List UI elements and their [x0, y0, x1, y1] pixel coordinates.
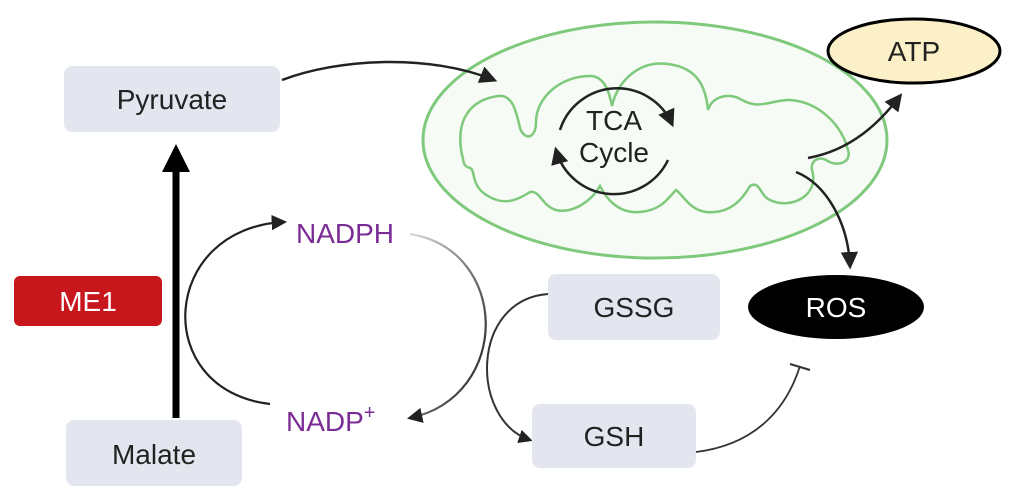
ros-node: ROS	[748, 275, 924, 339]
malate-node: Malate	[66, 420, 242, 486]
gssg-node: GSSG	[548, 274, 720, 340]
nadph-label: NADPH	[296, 218, 394, 249]
gsh-node: GSH	[532, 404, 696, 468]
arrow-nadp-to-nadph	[184, 214, 288, 406]
pyruvate-label: Pyruvate	[117, 84, 228, 115]
arrow-mitochondrion-to-atp	[807, 93, 903, 160]
arrow-pyruvate-to-mitochondrion	[281, 60, 498, 83]
arrow-mitochondrion-to-ros	[795, 170, 859, 270]
arrow-gssg-to-gsh	[486, 293, 549, 444]
pyruvate-node: Pyruvate	[64, 66, 280, 132]
tca-arrow-bottom	[551, 146, 670, 196]
ros-label: ROS	[806, 292, 867, 323]
mitochondrion	[421, 20, 889, 260]
me1-node: ME1	[14, 276, 162, 326]
inhibition-gsh-to-ros	[695, 363, 811, 453]
nadp-label: NADP+	[286, 402, 375, 437]
atp-label: ATP	[888, 36, 940, 67]
me1-label: ME1	[59, 286, 117, 317]
nadp-charge: +	[364, 402, 376, 424]
tca-label-line2: Cycle	[579, 137, 649, 168]
gssg-label: GSSG	[594, 292, 675, 323]
tca-cycle: TCA Cycle	[551, 87, 675, 196]
malate-label: Malate	[112, 439, 196, 470]
gsh-label: GSH	[584, 421, 645, 452]
atp-node: ATP	[826, 17, 1002, 85]
tca-label-line1: TCA	[586, 105, 642, 136]
tca-arrow-top	[558, 87, 675, 131]
mitochondrial-inner-membrane	[459, 62, 850, 214]
arrow-nadph-to-nadp	[406, 232, 487, 423]
